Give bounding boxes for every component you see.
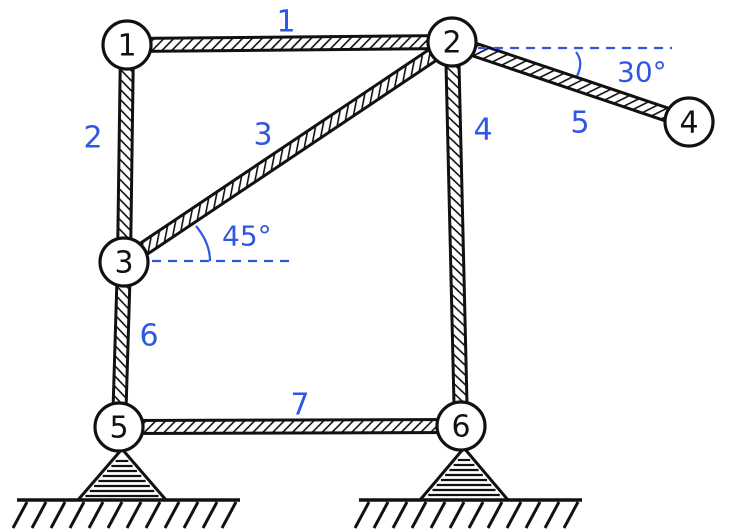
support-node-6 [353,446,582,529]
support-node-5 [11,447,240,529]
node-5: 5 [93,401,145,453]
angle-label-node-2: 30° [617,56,667,89]
member-label-2: 2 [83,121,102,156]
member-bar [115,43,136,264]
node-label: 6 [451,410,470,445]
supports-layer [11,446,582,529]
node-circle [93,401,145,453]
node-1: 1 [101,19,153,71]
member-label-5: 5 [570,106,589,141]
pin-support-icon [76,447,168,502]
member-label-1: 1 [276,5,295,40]
nodes-layer: 1 2 3 4 5 6 [93,16,715,453]
ground-hatch-icon [353,498,582,529]
node-label: 4 [679,106,698,141]
node-circle [101,19,153,71]
member-label-6: 6 [139,319,158,354]
member-bar [443,40,470,428]
node-label: 5 [109,411,128,446]
node-label: 1 [117,29,136,64]
node-6: 6 [435,400,487,452]
member-2 [115,43,136,264]
node-4: 4 [663,96,715,148]
member-3 [118,34,458,270]
node-label: 2 [442,26,461,61]
members-layer [110,33,693,436]
node-circle [435,400,487,452]
angle-arc-node-2 [575,51,582,77]
ground-hatch-icon [11,498,240,529]
node-3: 3 [98,236,150,288]
member-4 [443,40,470,428]
member-bar [118,34,458,270]
node-2: 2 [426,16,478,68]
pin-support-icon [418,446,510,502]
node-circle [98,236,150,288]
node-label: 3 [114,246,133,281]
angle-label-node-3: 45° [222,220,272,253]
member-labels-layer: 1 2 3 4 5 6 7 [83,5,589,423]
angle-arc-node-3 [195,225,212,262]
member-label-7: 7 [290,388,309,423]
member-label-4: 4 [473,113,492,148]
node-circle [426,16,478,68]
reference-lines-layer [152,46,672,263]
angle-labels-layer: 45° 30° [222,56,667,253]
node-circle [663,96,715,148]
member-label-3: 3 [253,118,272,153]
